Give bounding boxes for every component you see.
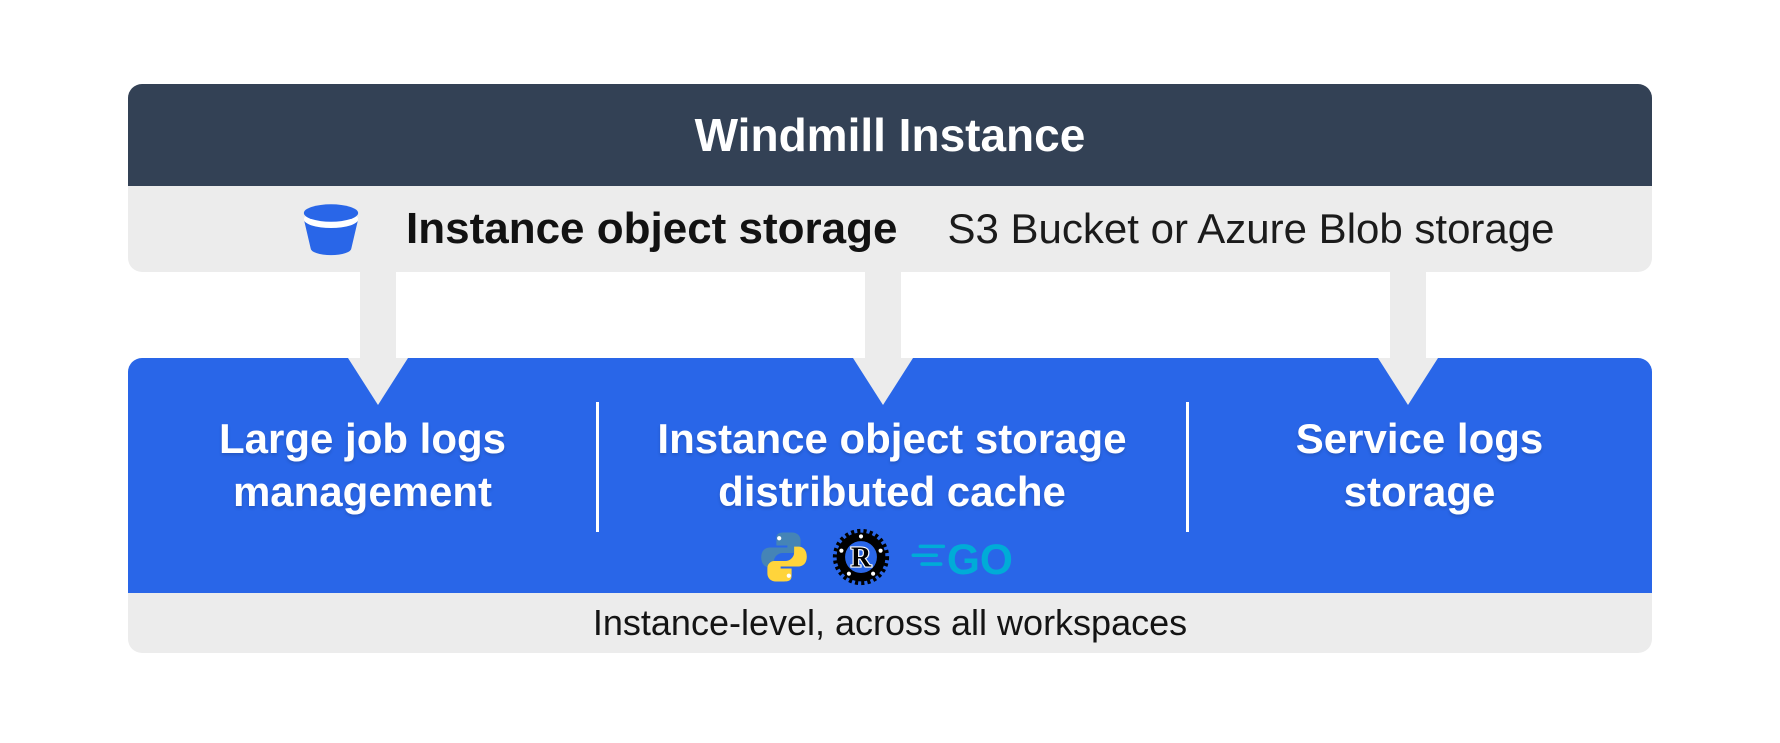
feature-title: Instance object storage distributed cach… bbox=[657, 412, 1126, 519]
feature-title-line1: Service logs bbox=[1295, 415, 1544, 462]
feature-title-line1: Large job logs bbox=[218, 415, 507, 462]
feature-distributed-cache: Instance object storage distributed cach… bbox=[597, 358, 1187, 593]
feature-title-line2: distributed cache bbox=[718, 468, 1066, 516]
svg-text:GO: GO bbox=[947, 535, 1013, 579]
arrow-down-icon-right bbox=[1378, 358, 1438, 405]
connector-left-stem bbox=[360, 272, 396, 360]
windmill-instance-panel: Windmill Instance Instance object storag… bbox=[128, 84, 1652, 653]
bucket-icon bbox=[303, 204, 359, 256]
features-panel: Large job logs management Instance objec… bbox=[128, 358, 1652, 593]
feature-title-line2: storage bbox=[1343, 468, 1496, 516]
instance-object-storage-bar: Instance object storage S3 Bucket or Azu… bbox=[128, 186, 1652, 272]
instance-level-footer: Instance-level, across all workspaces bbox=[128, 593, 1652, 653]
storage-bar-sublabel: S3 Bucket or Azure Blob storage bbox=[947, 205, 1555, 252]
go-icon: GO bbox=[911, 535, 1013, 580]
feature-title: Large job logs management bbox=[219, 412, 506, 519]
feature-title: Service logs storage bbox=[1296, 412, 1543, 519]
section-divider bbox=[1186, 402, 1189, 532]
rust-icon: R bbox=[832, 528, 890, 585]
arrow-down-icon-left bbox=[348, 358, 408, 405]
svg-text:R: R bbox=[851, 542, 872, 573]
feature-service-logs: Service logs storage bbox=[1187, 358, 1652, 593]
python-icon bbox=[761, 532, 807, 582]
section-divider bbox=[596, 402, 599, 532]
feature-title-line1: Instance object storage bbox=[657, 415, 1127, 462]
storage-bar-label: Instance object storage bbox=[406, 204, 898, 253]
windmill-instance-header: Windmill Instance bbox=[128, 84, 1652, 186]
connector-right-stem bbox=[1390, 272, 1426, 360]
language-icons-row: R GO bbox=[757, 527, 1027, 587]
page-title: Windmill Instance bbox=[694, 109, 1086, 161]
feature-large-job-logs: Large job logs management bbox=[128, 358, 597, 593]
connector-center-stem bbox=[865, 272, 901, 360]
arrow-down-icon-center bbox=[853, 358, 913, 405]
feature-title-line2: management bbox=[232, 468, 493, 516]
footer-label: Instance-level, across all workspaces bbox=[592, 602, 1188, 643]
